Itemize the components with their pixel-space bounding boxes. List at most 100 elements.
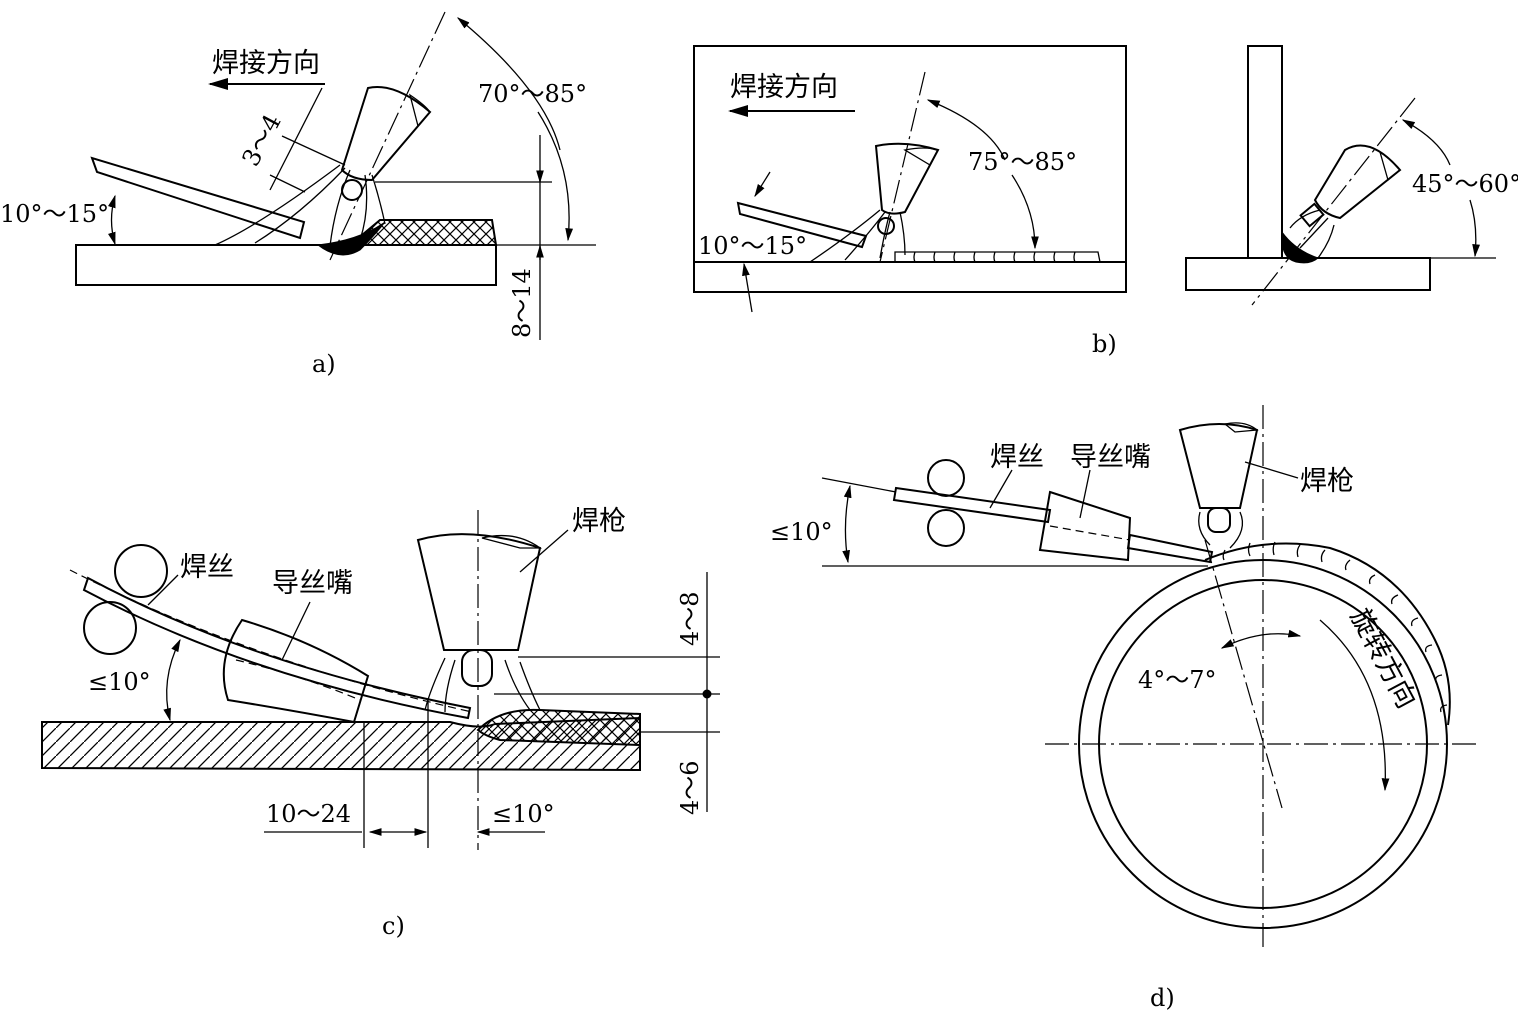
nozzle-leader [281, 601, 311, 661]
torch-nozzle-b [874, 142, 940, 215]
wire-angle-arc [107, 194, 116, 246]
torch-leader-d [1244, 461, 1299, 479]
panel-b: 焊接方向 75°～85° 10°～15° 45°～60° b) [693, 45, 1518, 358]
nozzle-label-d: 导丝嘴 [1070, 442, 1151, 473]
torch-label-d: 焊枪 [1300, 466, 1354, 497]
electrode-tip-b [877, 217, 895, 235]
arc-lines-b [809, 209, 906, 263]
wire-guide-hidden-d [1049, 525, 1131, 541]
fillet-angle-label: 45°～60° [1412, 170, 1518, 198]
torch-axis-b [879, 71, 926, 263]
bead-ripples [894, 251, 1101, 263]
offset-angle-arc [1220, 629, 1302, 649]
wire-angle-label-d: ≤10° [770, 518, 833, 546]
feed-roll-top-d [927, 459, 965, 497]
feed-roll-bottom-d [927, 509, 965, 547]
molten-pool [316, 221, 386, 256]
rotation-arrow [1319, 619, 1390, 792]
wire-angle-arc-d [842, 484, 852, 564]
filler-wire-c [82, 576, 472, 720]
wire-label-c: 焊丝 [180, 552, 234, 583]
vertical-plate [1247, 45, 1283, 259]
torch-hatch-b [903, 147, 939, 166]
torch-angle-label: 70°～85° [478, 80, 587, 108]
panel-d: 焊丝 导丝嘴 焊枪 ≤10° 4°～7° 旋转方向 d) [770, 405, 1478, 1012]
wire-to-pool [1126, 533, 1214, 564]
torch-nozzle-c [416, 533, 542, 651]
torch-angle-arc-b [926, 99, 1006, 161]
torch-label-c: 焊枪 [572, 506, 626, 537]
feed-roll-top [114, 544, 168, 598]
pipe-bead-ripples [1222, 541, 1448, 713]
wire-guide-hidden [235, 659, 361, 701]
caption-c: c) [382, 912, 405, 940]
rotation-label: 旋转方向 [1344, 604, 1422, 714]
tilt-label: ≤10° [492, 800, 555, 828]
weld-bead-c [476, 708, 641, 747]
torch-axis-fillet [1251, 97, 1416, 306]
torch-angle-arc-b2 [1011, 174, 1039, 250]
arc-lines-c [424, 657, 541, 713]
wire-angle-label: 10°～15° [0, 200, 109, 228]
torch-nozzle-fillet [1313, 144, 1402, 220]
frame-b [693, 45, 1127, 293]
nozzle-label-c: 导丝嘴 [272, 568, 353, 599]
offset-angle-label: 4°～7° [1138, 666, 1217, 694]
contact-tip-c [461, 649, 493, 687]
fillet-angle-arc [1401, 119, 1451, 166]
arc-lines [214, 164, 386, 247]
arc-dim-ext-2 [269, 174, 306, 193]
contact-tip-d [1207, 507, 1231, 533]
panel-c: 焊丝 导丝嘴 焊枪 ≤10° 10～24 ≤10° 4～8 4～6 c) [41, 506, 720, 940]
wire-centerline [69, 569, 473, 713]
torch-axis [329, 11, 446, 261]
arc-length-label: 3～4 [237, 110, 287, 171]
lower-dim-label: 4～6 [676, 760, 704, 815]
panel-a: 焊接方向 70°～85° 10°～15° 3～4 8～14 a) [0, 11, 596, 378]
base-plate [75, 244, 497, 286]
wire-angle-arc-c [163, 638, 181, 722]
torch-angle-label-b: 75°～85° [968, 148, 1077, 176]
torch-hatch [408, 93, 431, 128]
pipe-bead [1204, 542, 1451, 726]
arc-dim-line [269, 87, 323, 191]
offset-line [1204, 539, 1283, 809]
wire-guide-c [222, 618, 370, 724]
arc-lines-d [1198, 511, 1244, 549]
torch-hatch-d [1223, 422, 1259, 433]
wire-angle-label-b: 10°～15° [698, 232, 807, 260]
stickout-label: 8～14 [508, 268, 536, 338]
wire-angle-ext [821, 477, 897, 493]
direction-label: 焊接方向 [212, 48, 320, 79]
wire-angle-label-c: ≤10° [88, 668, 151, 696]
feed-roll-bottom [83, 601, 137, 655]
wire-angle-line-b [754, 171, 771, 198]
dim-dot [702, 689, 712, 699]
wire-leader-d [989, 469, 1013, 509]
weld-bead [347, 219, 498, 246]
filler-wire [90, 156, 306, 240]
torch-nozzle [340, 86, 432, 182]
caption-b: b) [1092, 330, 1117, 358]
fillet-angle-arc-2 [1469, 199, 1481, 258]
torch-hatch-fillet [1378, 150, 1401, 182]
caption-a: a) [312, 350, 336, 378]
wire-guide-d [1038, 490, 1132, 562]
wire-label-d: 焊丝 [990, 442, 1044, 473]
nozzle-leader-d [1079, 469, 1091, 519]
torch-angle-arc [456, 17, 561, 151]
torch-nozzle-d [1178, 423, 1259, 509]
torch-angle-arc-2 [537, 111, 574, 242]
arc-dim-ext-1 [281, 135, 346, 166]
caption-d: d) [1150, 984, 1175, 1012]
contact-tip-fillet [1299, 202, 1325, 228]
direction-label-b: 焊接方向 [730, 72, 838, 103]
distance-label: 10～24 [266, 800, 351, 828]
filler-wire-b [736, 201, 868, 249]
torch-hatch-c [481, 534, 543, 549]
wire-angle-line-b2 [742, 262, 753, 313]
torch-leader [519, 529, 569, 573]
filler-wire-d [892, 486, 1052, 524]
upper-dim-label: 4～8 [676, 591, 704, 646]
